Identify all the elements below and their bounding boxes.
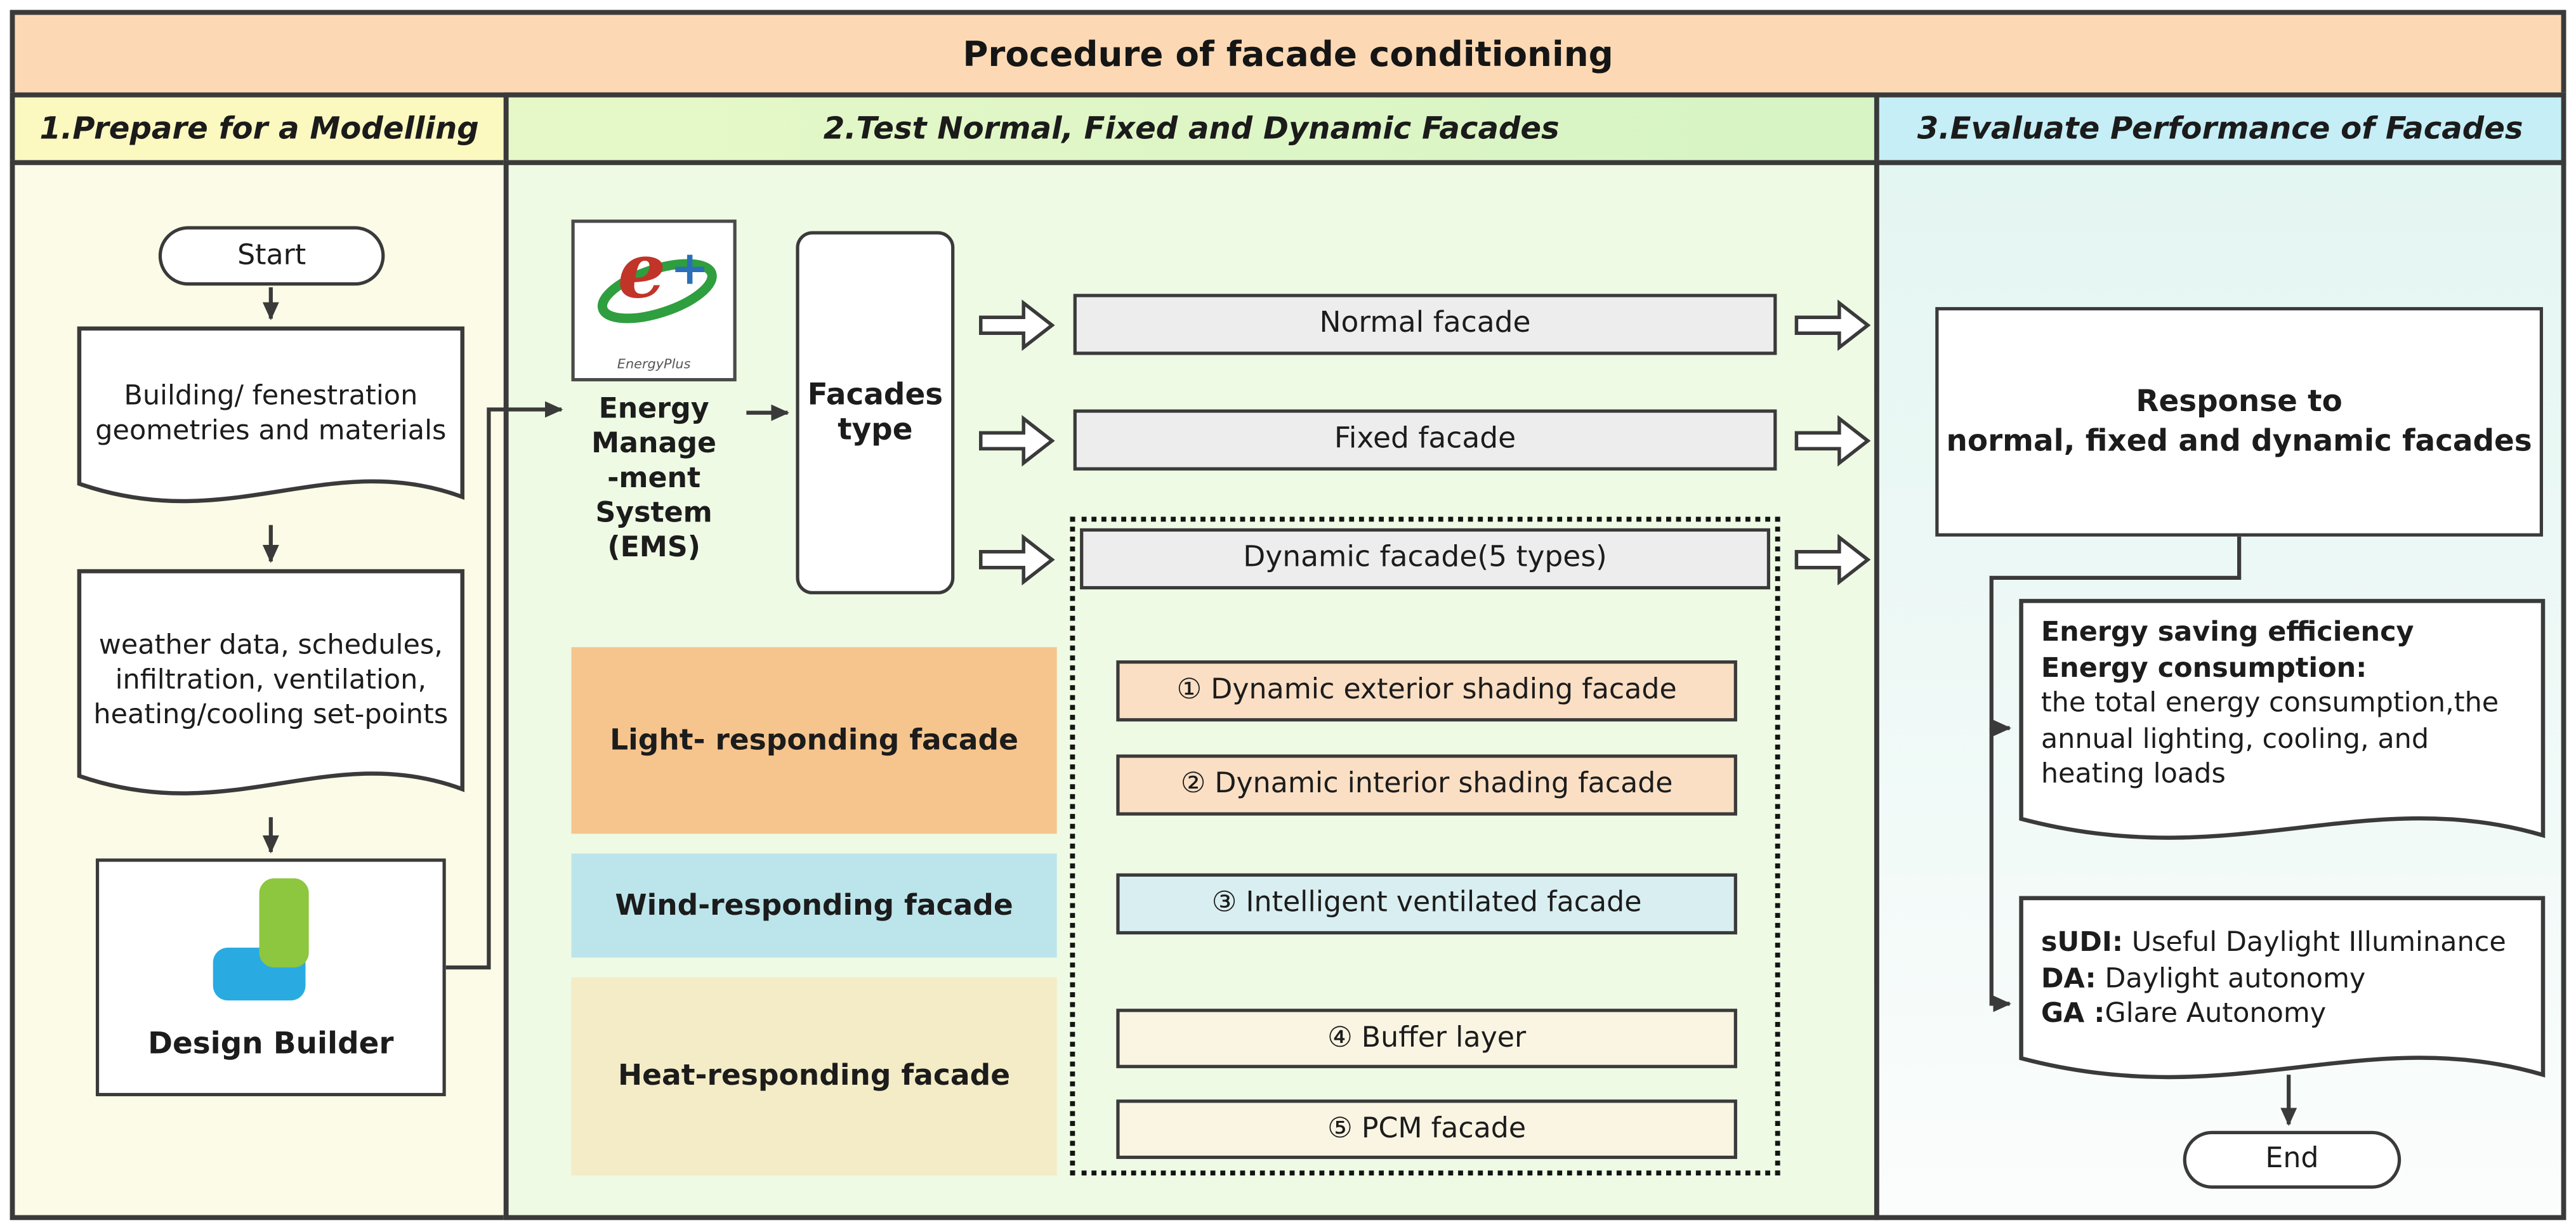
- geometry-doc-shape: Building/ fenestration geometries and ma…: [76, 325, 466, 540]
- diagram-title: Procedure of facade conditioning: [963, 34, 1613, 74]
- facades-type-label: Facades type: [807, 377, 943, 448]
- start-label: Start: [237, 239, 306, 272]
- end-node: End: [2183, 1130, 2402, 1189]
- energy-saving-heading: Energy saving efficiency: [2040, 615, 2414, 648]
- flow-arrow-icon: [1793, 532, 1872, 587]
- flow-arrow-icon: [1793, 413, 1872, 469]
- column-header-evaluate: 3.Evaluate Performance of Facades: [1874, 92, 2566, 166]
- response-line1: Response to: [2136, 384, 2343, 419]
- response-line2: normal, fixed and dynamic facades: [1946, 423, 2532, 459]
- fixed-facade-box: Fixed facade: [1073, 409, 1777, 471]
- flow-arrow-icon: [978, 413, 1057, 469]
- option-pcm-facade: ⑤ PCM facade: [1116, 1099, 1737, 1160]
- energyplus-swoosh-icon: [597, 259, 717, 324]
- design-builder-label: Design Builder: [148, 1026, 394, 1062]
- energyplus-e-glyph: e: [617, 226, 666, 316]
- flow-arrow-icon: [978, 297, 1057, 353]
- flow-arrow-icon: [1793, 297, 1872, 353]
- column-header-test: 2.Test Normal, Fixed and Dynamic Facades: [503, 92, 1879, 166]
- energy-consumption-heading: Energy consumption:: [2040, 651, 2367, 683]
- connector-response-to-energy-doc: [1989, 536, 2242, 736]
- end-label: End: [2265, 1142, 2319, 1176]
- weather-doc-shape: weather data, schedules, infiltration, v…: [76, 568, 466, 832]
- option-intelligent-ventilated: ③ Intelligent ventilated facade: [1116, 873, 1737, 935]
- flow-arrow-icon: [978, 532, 1057, 587]
- connector-designbuilder-to-ems: [445, 401, 563, 970]
- wind-responding-label: Wind-responding facade: [615, 889, 1013, 922]
- design-builder-green-shape: [259, 878, 309, 968]
- option-label: ① Dynamic exterior shading facade: [1176, 673, 1677, 707]
- design-builder-box: Design Builder: [95, 858, 446, 1097]
- dynamic-facade-group: [1070, 516, 1780, 1176]
- daylight-line: DA: Daylight autonomy: [2040, 962, 2366, 993]
- daylight-doc-shape: sUDI: Useful Daylight Illuminance DA: Da…: [2018, 895, 2546, 1118]
- connector-response-to-daylight-doc: [1989, 728, 2011, 1012]
- weather-doc-text: weather data, schedules, infiltration, v…: [93, 629, 449, 730]
- light-responding-label: Light- responding facade: [610, 724, 1018, 757]
- column-header-prepare-label: 1.Prepare for a Modelling: [39, 111, 479, 147]
- energyplus-caption: EnergyPlus: [617, 357, 691, 372]
- option-buffer-layer: ④ Buffer layer: [1116, 1009, 1737, 1068]
- facades-type-box: Facades type: [796, 231, 955, 594]
- option-label: ⑤ PCM facade: [1327, 1111, 1527, 1145]
- option-label: ④ Buffer layer: [1327, 1021, 1527, 1054]
- column-header-evaluate-label: 3.Evaluate Performance of Facades: [1917, 111, 2523, 147]
- ems-label: Energy Manage -ment System (EMS): [545, 393, 763, 566]
- diagram-title-bar: Procedure of facade conditioning: [10, 10, 2566, 98]
- energyplus-plus-glyph: +: [670, 240, 709, 296]
- ems-label-line: (EMS): [607, 532, 700, 565]
- option-dynamic-interior-shading: ② Dynamic interior shading facade: [1116, 754, 1737, 816]
- energyplus-logo: e + EnergyPlus: [571, 219, 737, 382]
- option-label: ② Dynamic interior shading facade: [1180, 768, 1673, 801]
- start-node: Start: [158, 226, 385, 286]
- design-builder-logo-icon: [197, 878, 345, 1021]
- ems-label-line: Manage: [591, 428, 717, 461]
- column-header-test-label: 2.Test Normal, Fixed and Dynamic Facades: [823, 111, 1560, 147]
- energy-doc-body: the total energy consumption,the annual …: [2040, 686, 2499, 790]
- normal-facade-box: Normal facade: [1073, 294, 1777, 355]
- heat-responding-band: Heat-responding facade: [571, 977, 1057, 1176]
- ems-label-line: -ment: [607, 462, 701, 495]
- energy-doc-shape: Energy saving efficiency Energy consumpt…: [2018, 598, 2546, 878]
- daylight-line: GA :Glare Autonomy: [2040, 997, 2327, 1029]
- dynamic-facade-box: Dynamic facade(5 types): [1080, 528, 1770, 590]
- normal-facade-label: Normal facade: [1319, 307, 1531, 341]
- daylight-line: sUDI: Useful Daylight Illuminance: [2040, 926, 2506, 958]
- energy-doc-text: Energy saving efficiency Energy consumpt…: [2041, 614, 2530, 792]
- ems-label-line: System: [595, 497, 713, 530]
- wind-responding-band: Wind-responding facade: [571, 853, 1057, 958]
- heat-responding-label: Heat-responding facade: [618, 1059, 1011, 1093]
- daylight-doc-text: sUDI: Useful Daylight Illuminance DA: Da…: [2041, 924, 2530, 1031]
- geometry-doc-text: Building/ fenestration geometries and ma…: [95, 379, 447, 446]
- ems-label-line: Energy: [598, 393, 709, 426]
- dynamic-facade-label: Dynamic facade(5 types): [1243, 541, 1607, 575]
- response-box: Response to normal, fixed and dynamic fa…: [1935, 307, 2544, 537]
- option-label: ③ Intelligent ventilated facade: [1211, 886, 1642, 920]
- fixed-facade-label: Fixed facade: [1334, 422, 1516, 456]
- light-responding-band: Light- responding facade: [571, 647, 1057, 834]
- option-dynamic-exterior-shading: ① Dynamic exterior shading facade: [1116, 660, 1737, 722]
